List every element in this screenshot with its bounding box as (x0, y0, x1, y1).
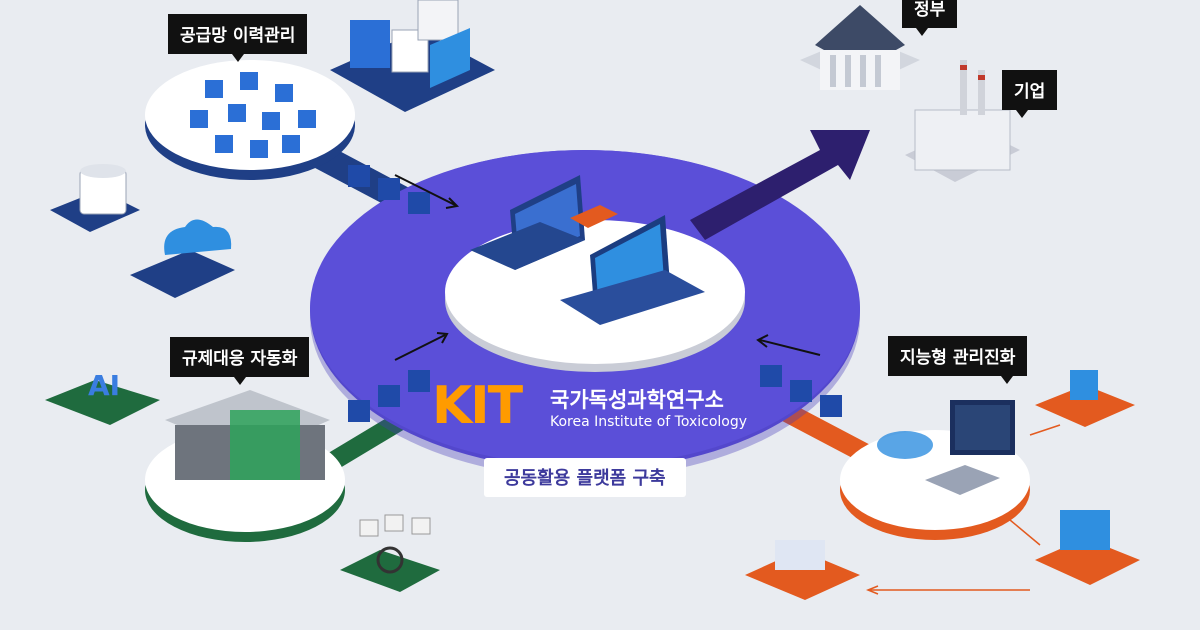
return-arrows (865, 424, 1061, 595)
search-module (340, 514, 440, 592)
regulation-platform (145, 390, 345, 542)
label-regulation: 규제대응 자동화 (170, 337, 310, 385)
server-module (1035, 370, 1135, 427)
ai-module: AI (45, 369, 160, 425)
label-company: 기업 (1002, 70, 1058, 118)
data-blocks-top (348, 165, 430, 214)
data-blocks-right (760, 365, 842, 417)
label-government: 정부 (902, 0, 958, 36)
kit-logo: KIT 국가독성과학연구소 Korea Institute of Toxicol… (432, 376, 752, 446)
supply-chain-platform (145, 60, 355, 180)
data-blocks-left (348, 370, 430, 422)
kit-logo-text: KIT (432, 376, 523, 436)
ai-text-icon: AI (88, 369, 120, 402)
government-building-icon (800, 5, 920, 90)
company-factory-icon (905, 60, 1020, 182)
orange-folder (570, 205, 618, 228)
documents-icon (330, 0, 495, 112)
laptop-1 (470, 175, 585, 270)
database-icon (50, 164, 140, 232)
label-intelligent: 지능형 관리진화 (888, 336, 1028, 384)
intelligent-platform (840, 400, 1030, 540)
org-name-english: Korea Institute of Toxicology (550, 414, 748, 430)
label-supply-chain: 공급망 이력관리 (168, 14, 308, 62)
analytics-module-right (1035, 510, 1140, 585)
laptop-2 (560, 215, 705, 325)
flow-arrows (394, 174, 821, 361)
platform-badge: 공동활용 플랫폼 구축 (484, 458, 686, 497)
cloud-icon (130, 219, 235, 298)
org-name-korean: 국가독성과학연구소 (550, 388, 724, 412)
growth-arrow (690, 130, 870, 240)
analytics-module-left (745, 540, 860, 600)
